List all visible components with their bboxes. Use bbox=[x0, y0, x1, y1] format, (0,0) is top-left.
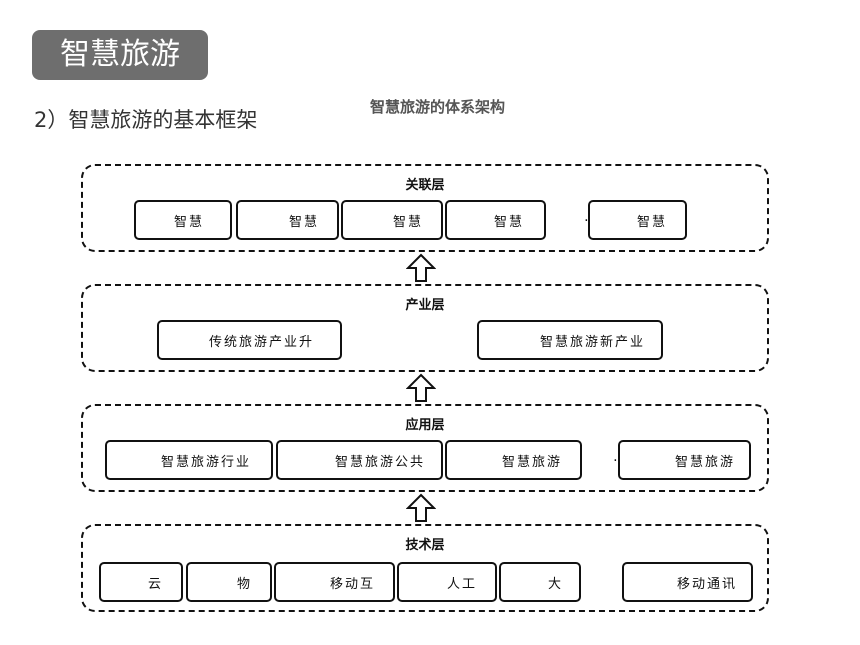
up-arrow-icon bbox=[406, 493, 436, 522]
technology-box: 移动互 bbox=[274, 562, 395, 602]
layer-label: 产业层 bbox=[405, 298, 445, 313]
industry-box: 传统旅游产业升 bbox=[157, 320, 342, 360]
association-box: 智慧 bbox=[588, 200, 687, 240]
layer-application: 应用层 bbox=[81, 404, 769, 492]
up-arrow-icon bbox=[406, 253, 436, 282]
technology-box: 大 bbox=[499, 562, 581, 602]
layer-label: 应用层 bbox=[405, 418, 445, 433]
association-box: 智慧 bbox=[236, 200, 339, 240]
technology-box: 云 bbox=[99, 562, 183, 602]
application-box: 智慧旅游 bbox=[618, 440, 751, 480]
industry-box: 智慧旅游新产业 bbox=[477, 320, 663, 360]
layer-label: 技术层 bbox=[405, 538, 445, 553]
section-badge: 智慧旅游 bbox=[32, 30, 208, 80]
technology-box: 物 bbox=[186, 562, 272, 602]
layer-association: 关联层 bbox=[81, 164, 769, 252]
technology-box: 移动通讯 bbox=[622, 562, 753, 602]
association-box: 智慧 bbox=[134, 200, 232, 240]
association-box: 智慧 bbox=[341, 200, 443, 240]
page-subtitle: 2）智慧旅游的基本框架 bbox=[34, 108, 258, 132]
layer-label: 关联层 bbox=[405, 178, 445, 193]
technology-box: 人工 bbox=[397, 562, 497, 602]
application-box: 智慧旅游公共 bbox=[276, 440, 443, 480]
diagram-title: 智慧旅游的体系架构 bbox=[370, 98, 506, 116]
up-arrow-icon bbox=[406, 373, 436, 402]
layer-industry: 产业层 bbox=[81, 284, 769, 372]
layer-technology: 技术层 bbox=[81, 524, 769, 612]
application-box: 智慧旅游 bbox=[445, 440, 582, 480]
application-box: 智慧旅游行业 bbox=[105, 440, 273, 480]
association-box: 智慧 bbox=[445, 200, 546, 240]
